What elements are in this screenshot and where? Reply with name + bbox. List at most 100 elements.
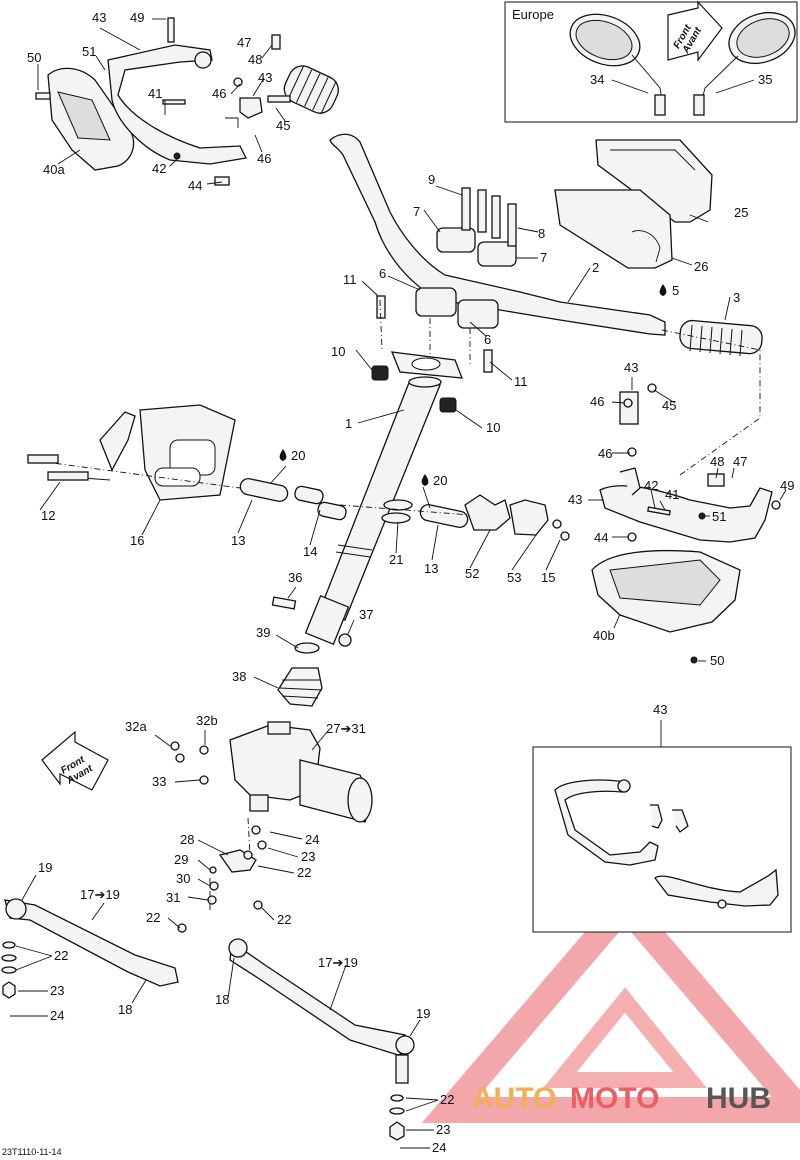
right-handguard	[591, 350, 781, 664]
callout-25: 25	[734, 205, 748, 220]
callout-43a: 43	[92, 10, 106, 25]
callout-24a: 24	[305, 832, 319, 847]
callout-22a: 22	[297, 865, 311, 880]
callout-42b: 42	[644, 478, 658, 493]
callout-40a: 40a	[43, 162, 65, 177]
callout-3: 3	[733, 290, 740, 305]
callout-1: 1	[345, 416, 352, 431]
callout-35: 35	[758, 72, 772, 87]
callout-45a: 45	[276, 118, 290, 133]
grease-icon-20b	[421, 474, 429, 486]
watermark-logo: AUTO MOTO HUB	[421, 884, 800, 1123]
watermark-text-hub: HUB	[706, 1082, 771, 1115]
callout-43d: 43	[568, 492, 582, 507]
callout-17-19a: 17➔19	[80, 887, 120, 902]
callout-48a: 48	[248, 52, 262, 67]
callout-5: 5	[672, 283, 679, 298]
callout-48b: 48	[710, 454, 724, 469]
callout-16: 16	[130, 533, 144, 548]
callout-20a: 20	[291, 448, 305, 463]
callout-39: 39	[256, 625, 270, 640]
callout-27-31: 27➔31	[326, 721, 366, 736]
callout-6a: 6	[379, 266, 386, 281]
steering-gearbox: Front Avant	[41, 596, 373, 933]
leader-lines	[10, 18, 787, 1149]
callout-32a: 32a	[125, 719, 147, 734]
callout-47a: 47	[237, 35, 251, 50]
callout-49a: 49	[130, 10, 144, 25]
callout-11a: 11	[343, 272, 357, 287]
callout-20b: 20	[433, 473, 447, 488]
callout-31: 31	[166, 890, 180, 905]
callout-22e: 22	[440, 1092, 454, 1107]
watermark-text-moto: MOTO	[570, 1082, 659, 1115]
callout-26: 26	[694, 259, 708, 274]
callout-41b: 41	[665, 487, 679, 502]
callout-43c: 43	[624, 360, 638, 375]
handlebar-assembly	[283, 65, 763, 413]
callout-15: 15	[541, 570, 555, 585]
callout-50a: 50	[27, 50, 41, 65]
callout-32b: 32b	[196, 713, 218, 728]
mirror-left	[569, 13, 666, 116]
support-brackets	[27, 404, 570, 541]
callout-43b: 43	[258, 70, 272, 85]
callout-17-19b: 17➔19	[318, 955, 358, 970]
front-arrow-europe: Front Avant	[667, 0, 723, 62]
callout-44a: 44	[188, 178, 202, 193]
callout-14: 14	[303, 544, 317, 559]
callout-30: 30	[176, 871, 190, 886]
callout-18a: 18	[118, 1002, 132, 1017]
callout-7b: 7	[540, 250, 547, 265]
callout-46a: 46	[212, 86, 226, 101]
callout-38: 38	[232, 669, 246, 684]
callout-2: 2	[592, 260, 599, 275]
callout-9: 9	[428, 172, 435, 187]
watermark-text-auto: AUTO	[472, 1082, 556, 1115]
mirror-right	[693, 11, 796, 116]
callout-23a: 23	[301, 849, 315, 864]
callout-12: 12	[41, 508, 55, 523]
callout-10b: 10	[486, 420, 500, 435]
callout-49b: 49	[780, 478, 794, 493]
steering-column	[277, 376, 442, 707]
callout-33: 33	[152, 774, 166, 789]
callout-40b: 40b	[593, 628, 615, 643]
callout-21: 21	[389, 552, 403, 567]
callout-36: 36	[288, 570, 302, 585]
callout-10a: 10	[331, 344, 345, 359]
callout-44b: 44	[594, 530, 608, 545]
callout-34: 34	[590, 72, 604, 87]
callout-8: 8	[538, 226, 545, 241]
callout-46c: 46	[590, 394, 604, 409]
front-arrow-lower: Front Avant	[41, 730, 109, 791]
callout-42a: 42	[152, 161, 166, 176]
callout-46d: 46	[598, 446, 612, 461]
europe-box-title: Europe	[512, 7, 554, 22]
grease-icon-5	[659, 284, 667, 296]
callout-6b: 6	[484, 332, 491, 347]
europe-mirrors-inset: Europe Front Avant 34 35	[504, 0, 798, 123]
callout-37: 37	[359, 607, 373, 622]
callout-47b: 47	[733, 454, 747, 469]
callout-29: 29	[174, 852, 188, 867]
callout-24c: 24	[432, 1140, 446, 1155]
callout-22d: 22	[54, 948, 68, 963]
callout-51b: 51	[712, 509, 726, 524]
callout-24b: 24	[50, 1008, 64, 1023]
callout-52: 52	[465, 566, 479, 581]
left-handguard	[35, 17, 291, 186]
callout-labels: 50 51 43 49 41 40a 42 44 47 48 43 46 45 …	[27, 10, 794, 1155]
inset-label-43: 43	[653, 702, 667, 717]
callout-19a: 19	[38, 860, 52, 875]
handguard-bracket-inset: 43	[532, 702, 792, 933]
callout-23b: 23	[50, 983, 64, 998]
callout-28: 28	[180, 832, 194, 847]
callout-53: 53	[507, 570, 521, 585]
callout-13a: 13	[231, 533, 245, 548]
callout-45b: 45	[662, 398, 676, 413]
handlebar-pads	[554, 139, 713, 269]
callout-7a: 7	[413, 204, 420, 219]
callout-41a: 41	[148, 86, 162, 101]
